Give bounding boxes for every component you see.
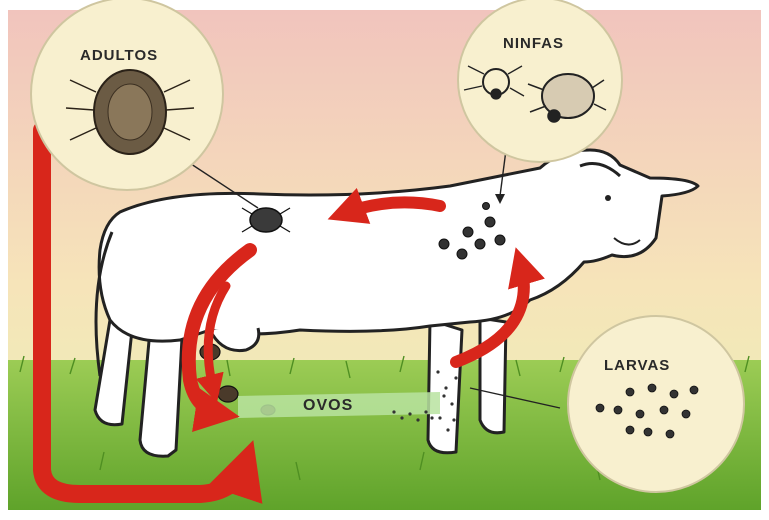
cow-eye xyxy=(605,195,611,201)
label-ovos: OVOS xyxy=(303,397,353,415)
cow-leg-front-left xyxy=(428,320,462,453)
ninfas-inset xyxy=(458,0,622,162)
larvas-inset xyxy=(568,316,744,492)
label-ninfas: NINFAS xyxy=(503,35,564,52)
adultos-inset xyxy=(31,0,223,190)
label-larvas: LARVAS xyxy=(604,357,670,374)
label-adultos: ADULTOS xyxy=(80,47,158,64)
